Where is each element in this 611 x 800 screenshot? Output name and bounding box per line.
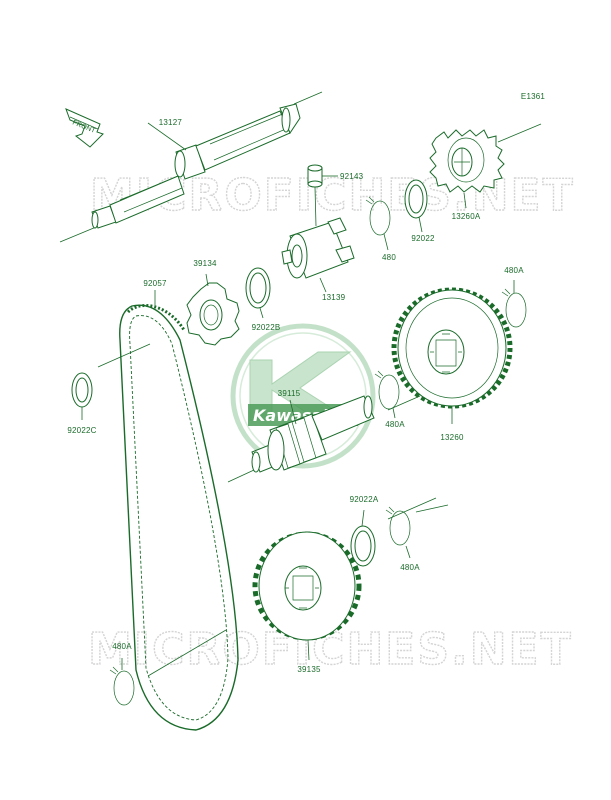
- drive-chain-92057: 92057: [97, 279, 239, 731]
- label-92022C: 92022C: [67, 426, 96, 435]
- circlip-480: 480: [365, 196, 396, 262]
- front-arrow: FRONT: [65, 108, 104, 148]
- label-39135: 39135: [297, 665, 321, 674]
- washer-92022: 92022: [404, 179, 435, 243]
- label-92022: 92022: [411, 234, 435, 243]
- sprocket-39135: 39135: [147, 531, 362, 677]
- label-480A-mid: 480A: [385, 420, 405, 429]
- shift-dog-13139: 13139: [281, 217, 355, 302]
- circlip-480A-mid: 480A: [374, 370, 405, 429]
- label-92057: 92057: [143, 279, 167, 288]
- collar-92143: 92143: [307, 164, 364, 227]
- label-13127: 13127: [159, 118, 183, 127]
- washer-92022A: 92022A: [350, 495, 379, 567]
- label-39134: 39134: [193, 259, 217, 268]
- label-480: 480: [382, 253, 396, 262]
- gear-13260: 13260: [387, 287, 513, 442]
- circlip-480A-top: 480A: [501, 266, 527, 328]
- washer-92022C: 92022C: [67, 372, 96, 435]
- label-92143: 92143: [340, 172, 364, 181]
- label-480A-lower: 480A: [400, 563, 420, 572]
- label-39115: 39115: [278, 389, 301, 398]
- label-92022B: 92022B: [252, 323, 281, 332]
- label-13139: 13139: [322, 293, 346, 302]
- washer-92022B: 92022B: [245, 267, 281, 332]
- output-shaft-13127: 13127: [59, 91, 323, 243]
- label-480A-bottom: 480A: [112, 642, 132, 651]
- shaft-39115: 39115: [227, 389, 375, 483]
- diagram-code: E1361: [521, 92, 545, 101]
- gear-13260A: 13260A: [429, 123, 542, 221]
- sprocket-39134: 39134: [186, 259, 240, 346]
- label-92022A: 92022A: [350, 495, 379, 504]
- circlip-480A-lower: 480A: [385, 497, 449, 572]
- label-480A-top: 480A: [504, 266, 524, 275]
- label-13260: 13260: [440, 433, 464, 442]
- label-13260A: 13260A: [452, 212, 481, 221]
- circlip-480A-bottom: 480A: [109, 642, 135, 706]
